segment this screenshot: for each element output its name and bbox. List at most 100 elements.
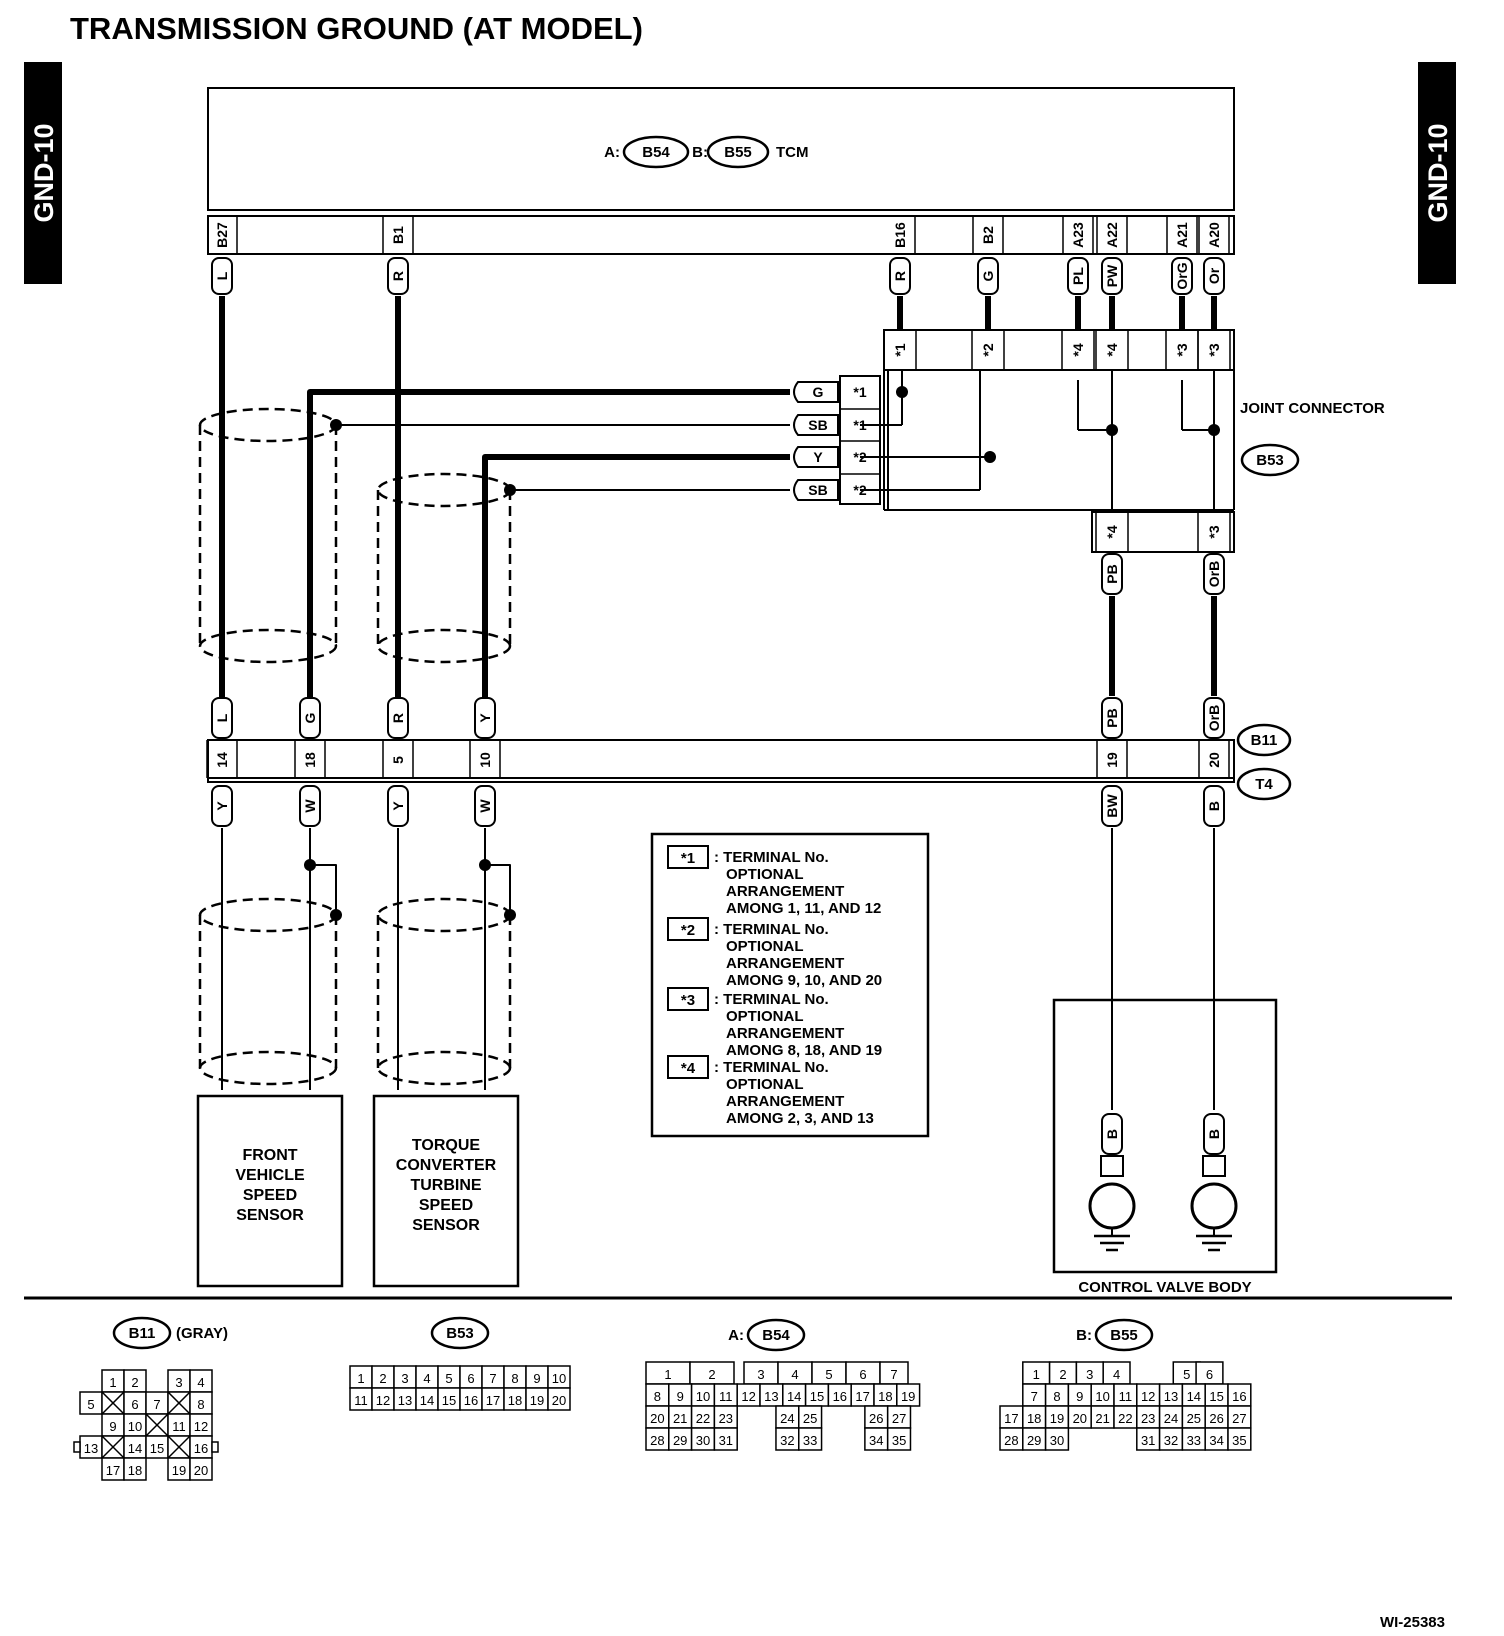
b55-pin: 21: [1095, 1411, 1109, 1426]
tcm-pin-B27: B27: [214, 222, 230, 248]
b53-pin: 14: [420, 1393, 434, 1408]
b55-pin: 29: [1027, 1433, 1041, 1448]
b11-wire: R: [390, 713, 406, 723]
conn-badge: [746, 1318, 806, 1352]
joint-connector-id: B53: [1256, 452, 1284, 469]
t4-wire: B: [1206, 801, 1222, 811]
b53-pin: 8: [511, 1371, 518, 1386]
t4-label: T4: [1255, 776, 1273, 793]
legend-mark-box: [667, 1055, 709, 1079]
b11-cross: [101, 1391, 125, 1415]
sensor-label: SPEED: [419, 1197, 473, 1214]
tcm-pin-A20: A20: [1206, 222, 1222, 248]
page-title: TRANSMISSION GROUND (AT MODEL): [70, 11, 643, 46]
joint-side-wire-tag: [793, 381, 839, 403]
b54-pin: 35: [892, 1433, 906, 1448]
svg-text:A:: A:: [604, 144, 620, 161]
tcm-pin-A23: A23: [1070, 222, 1086, 248]
sensor-box: [372, 1094, 520, 1288]
b55-pin: 4: [1113, 1367, 1120, 1382]
b53-cell: [547, 1387, 571, 1411]
control-valve-body-box: [1052, 998, 1278, 1274]
joint-bottom-wire: OrB: [1206, 561, 1222, 587]
t4-wire-tag: [299, 785, 321, 827]
legend-text: : TERMINAL No.: [714, 991, 829, 1008]
b54-pin: 15: [810, 1389, 824, 1404]
joint-connector: JOINT CONNECTOR B53: [839, 329, 1385, 553]
legend-text: OPTIONAL: [726, 1008, 804, 1025]
t4-wire-tag: [474, 785, 496, 827]
b53-pin: 9: [533, 1371, 540, 1386]
shield-drain: [485, 864, 511, 915]
b54-pin: 21: [673, 1411, 687, 1426]
b55-pin: 5: [1183, 1367, 1190, 1382]
legend-mark-box: [667, 987, 709, 1011]
b54-pin: 11: [719, 1389, 733, 1404]
b11-pin: 18: [128, 1463, 142, 1478]
t4-wire: BW: [1104, 794, 1120, 818]
tcm-wire-B1-tag: [387, 257, 409, 295]
t4-wire: Y: [390, 801, 406, 811]
sensor-label: TURBINE: [410, 1177, 481, 1194]
b11-cell: [123, 1457, 147, 1481]
tcm-wire-A22-tag: [1101, 257, 1123, 295]
legend-text: AMONG 9, 10, AND 20: [726, 972, 882, 989]
sensor-label: TORQUE: [412, 1137, 480, 1154]
ground-wire: B: [1206, 1129, 1222, 1139]
b53-pin: 1: [357, 1371, 364, 1386]
b55-pin: 7: [1031, 1389, 1038, 1404]
conn-badge: [1094, 1318, 1154, 1352]
shield-drain: [310, 864, 337, 915]
b11-pin: 14: [128, 1441, 142, 1456]
b55-pin: 9: [1076, 1389, 1083, 1404]
b54-pin: 25: [803, 1411, 817, 1426]
b55-pin: 31: [1141, 1433, 1155, 1448]
b55-pin: 24: [1164, 1411, 1178, 1426]
sensor-label: SPEED: [243, 1187, 297, 1204]
joint-top-mark: *3: [1206, 343, 1222, 356]
legend-text: ARRANGEMENT: [726, 1025, 844, 1042]
conn-prefix: B:: [1076, 1327, 1092, 1344]
tcm-pin-B16: B16: [892, 222, 908, 248]
conn-name: B54: [762, 1327, 790, 1344]
legend-mark-box: [667, 845, 709, 869]
b53-pin: 3: [401, 1371, 408, 1386]
joint-side-mark: *2: [853, 449, 866, 465]
legend-text: OPTIONAL: [726, 866, 804, 883]
conn-pin: 10: [477, 752, 493, 768]
joint-side-wire: SB: [808, 417, 827, 433]
joint-side-wire: Y: [813, 449, 823, 465]
legend-mark-box: [667, 917, 709, 941]
b54-pin: 6: [859, 1367, 866, 1382]
b11-pin: 9: [109, 1419, 116, 1434]
legend-mark: *4: [681, 1060, 696, 1077]
b11-t4-connector: B11 T4: [207, 723, 1292, 801]
b11-pin: 1: [109, 1375, 116, 1390]
b11-pin: 19: [172, 1463, 186, 1478]
b54-pin: 4: [791, 1367, 798, 1382]
b53-pin: 15: [442, 1393, 456, 1408]
conn-pin: 20: [1206, 752, 1222, 768]
tcm-wire-B2: G: [980, 270, 996, 281]
b54-pin: 8: [654, 1389, 661, 1404]
b55-pin: 17: [1004, 1411, 1018, 1426]
b54-pin: 24: [780, 1411, 794, 1426]
b11-wire-tag: [1101, 697, 1123, 739]
b53-pin: 13: [398, 1393, 412, 1408]
tcm-pin-B2: B2: [980, 226, 996, 244]
b55-pin: 12: [1141, 1389, 1155, 1404]
ground-wire-tag: [1203, 1113, 1225, 1155]
joint-bottom-mark: *4: [1104, 525, 1120, 538]
b11-cross: [145, 1413, 169, 1437]
b11-pin: 5: [87, 1397, 94, 1412]
legend-text: ARRANGEMENT: [726, 883, 844, 900]
joint-top-mark: *4: [1070, 343, 1086, 356]
b55-pin: 14: [1187, 1389, 1201, 1404]
conn-prefix: A:: [728, 1327, 744, 1344]
sensor-box: [196, 1094, 344, 1288]
tcm-wire-A23: PL: [1070, 267, 1086, 285]
b54-pin: 17: [855, 1389, 869, 1404]
b55-pin: 35: [1232, 1433, 1246, 1448]
side-tab-left: GND-10: [24, 62, 62, 284]
b55-cell: [1044, 1427, 1070, 1451]
